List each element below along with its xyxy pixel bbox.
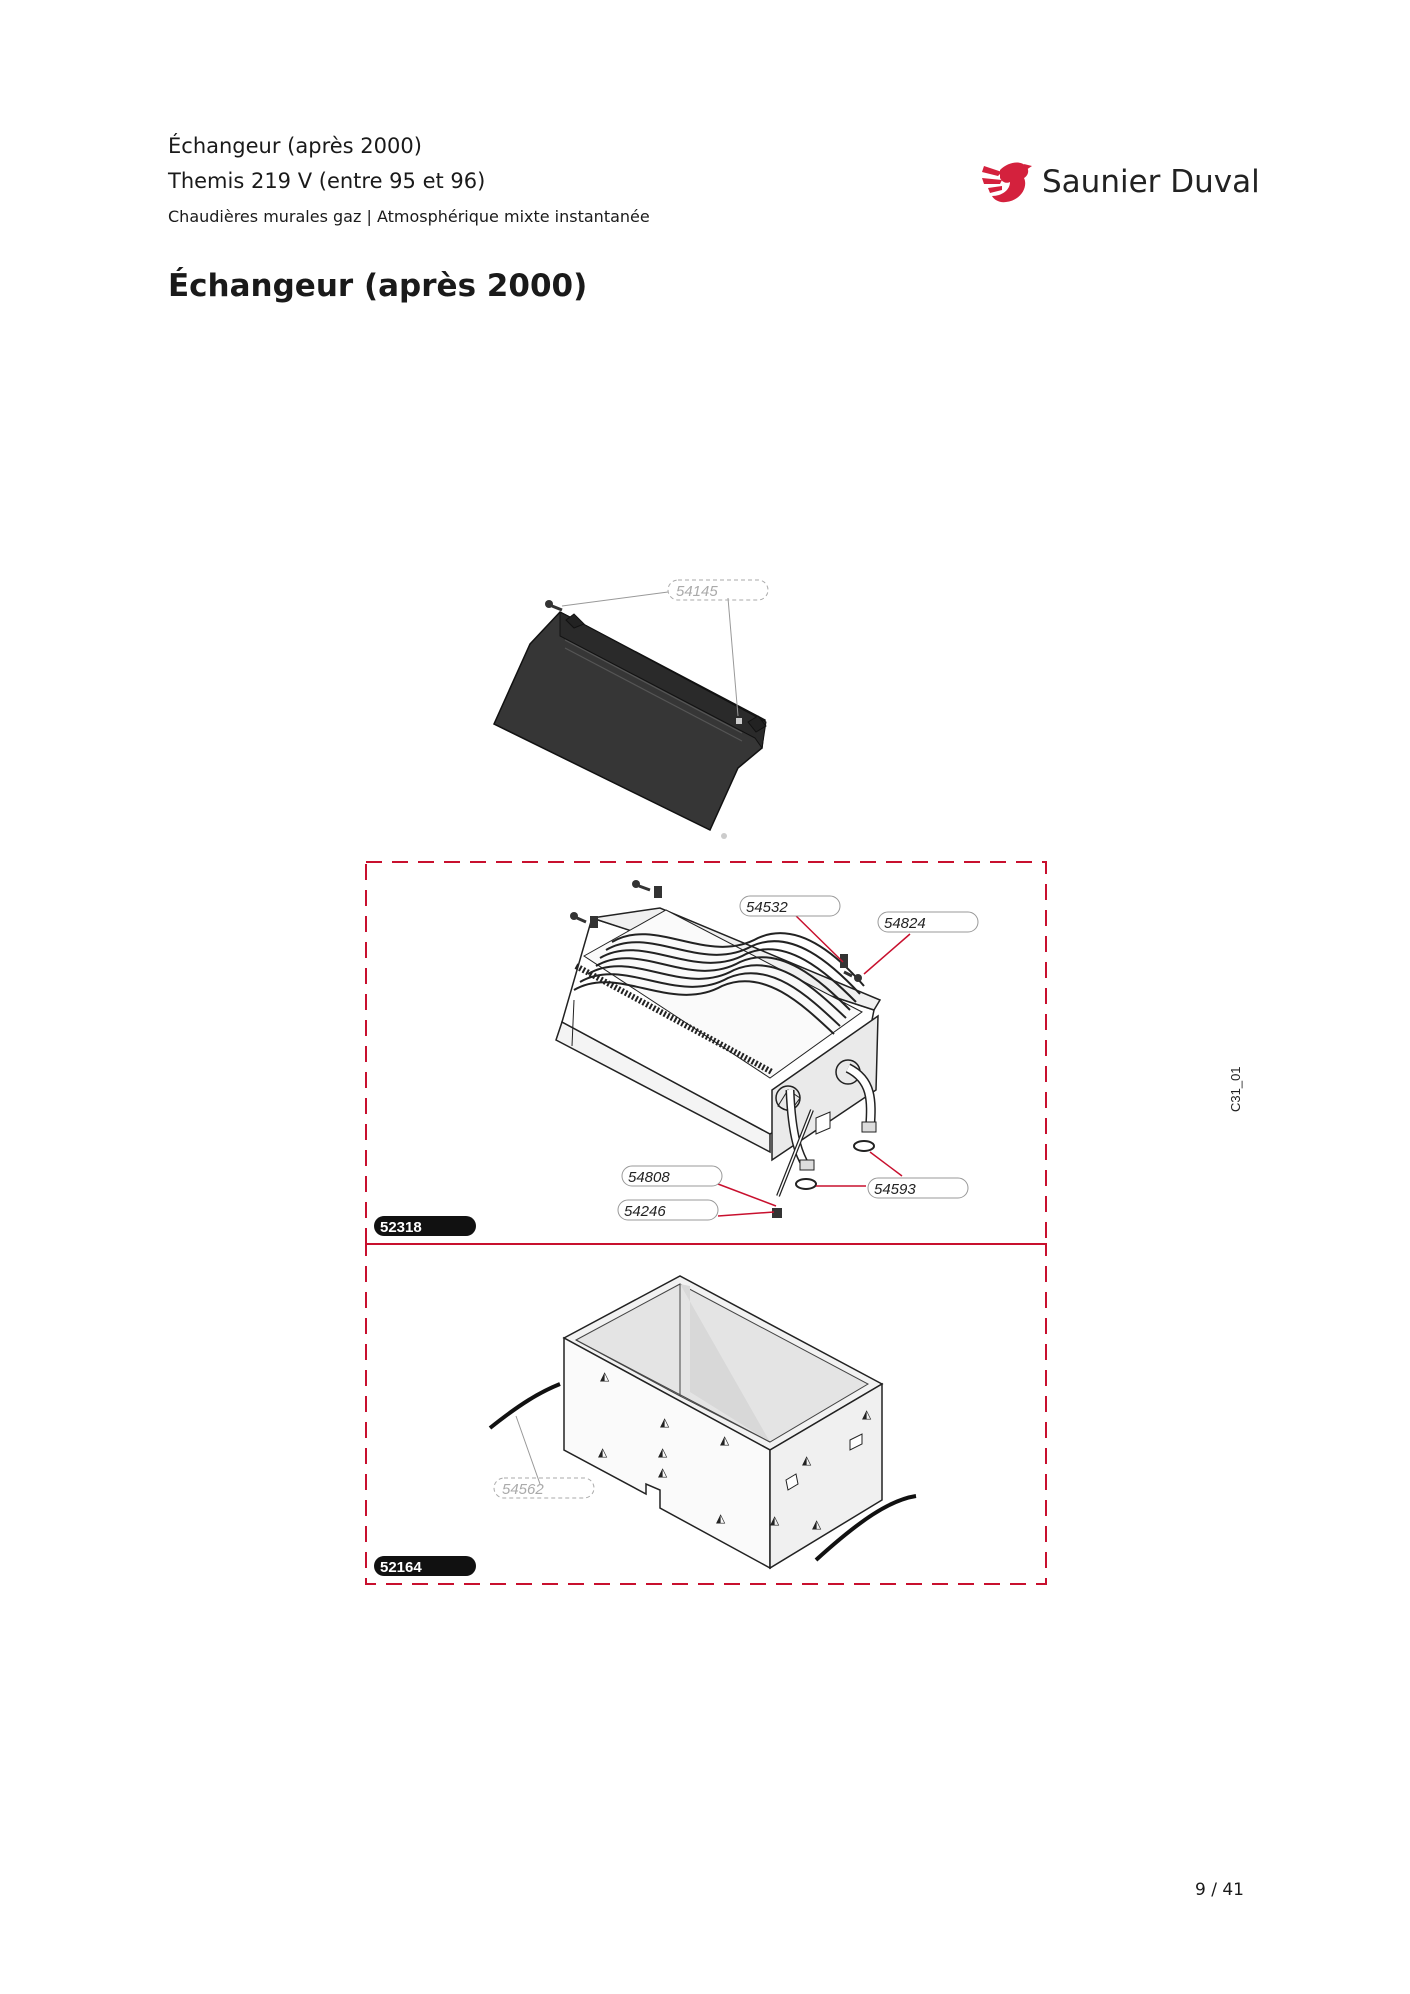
bird-icon <box>982 162 1032 203</box>
svg-text:◭: ◭ <box>812 1517 822 1531</box>
svg-text:◭: ◭ <box>862 1407 872 1421</box>
kit-label-52318: 52318 <box>380 1219 422 1236</box>
page-number: 9 / 41 <box>1195 1880 1244 1900</box>
callout-54824: 54824 <box>884 915 926 932</box>
kit-label-52164-bg <box>374 1556 476 1576</box>
kit-label-52164: 52164 <box>380 1559 422 1576</box>
svg-text:◭: ◭ <box>598 1445 608 1459</box>
kit-label-52318-bg <box>374 1216 476 1236</box>
heat-exchanger <box>555 907 882 1197</box>
seal-ring-icon <box>772 1140 875 1218</box>
callout-54593: 54593 <box>874 1181 916 1198</box>
callout-54562: 54562 <box>502 1481 544 1498</box>
seal-strip-2 <box>814 1494 917 1562</box>
brand-logo: Saunier Duval <box>980 156 1260 208</box>
kit-boundary-52164 <box>365 1243 1047 1585</box>
brand-name: Saunier Duval <box>1042 164 1260 200</box>
cover-plate <box>493 611 767 839</box>
svg-text:◭: ◭ <box>600 1369 610 1383</box>
svg-text:◭: ◭ <box>720 1433 730 1447</box>
svg-text:◭: ◭ <box>770 1513 780 1527</box>
seal-strip <box>488 1382 561 1430</box>
callout-54808: 54808 <box>628 1169 670 1186</box>
svg-text:◭: ◭ <box>660 1415 670 1429</box>
page-title: Échangeur (après 2000) <box>168 268 588 304</box>
diagram-ref-code: C31_01 <box>1228 1066 1243 1112</box>
svg-text:◭: ◭ <box>658 1445 668 1459</box>
callout-54246: 54246 <box>624 1203 666 1220</box>
screw-icon <box>545 600 563 612</box>
callout-54145: 54145 <box>676 583 718 600</box>
callout-54532: 54532 <box>746 899 788 916</box>
header-section-title: Échangeur (après 2000) <box>168 134 422 158</box>
bracket-icon <box>570 880 862 982</box>
header-category: Chaudières murales gaz | Atmosphérique m… <box>168 207 650 226</box>
svg-text:◭: ◭ <box>658 1465 668 1479</box>
kit-boundary-52318 <box>365 861 1047 1245</box>
svg-text:◭: ◭ <box>716 1511 726 1525</box>
insulation-box: ◭ ◭ ◭ ◭ ◭ ◭ ◭ ◭ ◭ ◭ ◭ <box>562 1275 884 1570</box>
header-product-name: Themis 219 V (entre 95 et 96) <box>168 169 486 193</box>
svg-text:◭: ◭ <box>802 1453 812 1467</box>
